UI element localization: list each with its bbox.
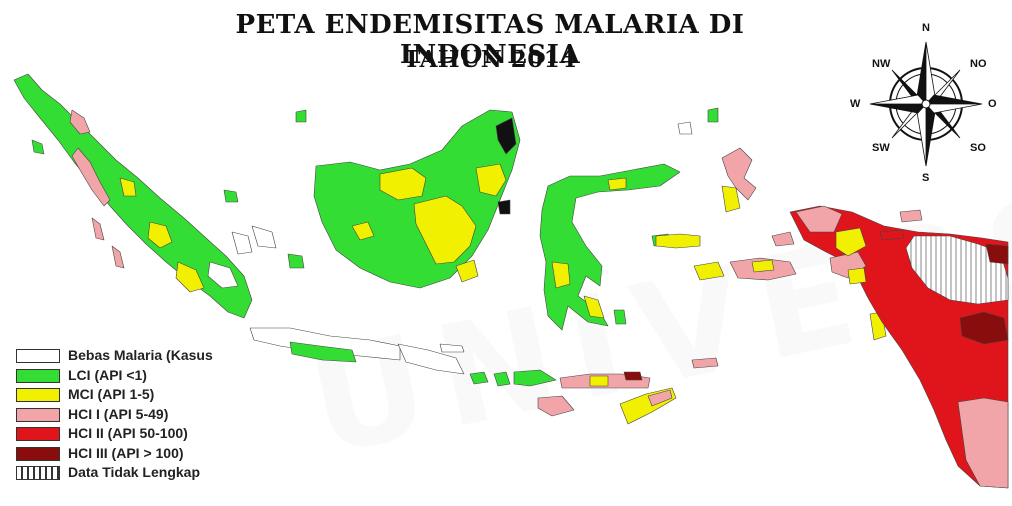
legend-label: MCI (API 1-5) [68, 386, 155, 402]
legend: Bebas Malaria (Kasus LCI (API <1) MCI (A… [16, 347, 296, 484]
island-timor-pink [647, 389, 673, 407]
region-sumatra-yellow-1 [147, 221, 173, 249]
compass-label-no: NO [970, 58, 987, 70]
legend-swatch-green [16, 368, 60, 383]
region-sumatra-white-2 [231, 231, 253, 255]
region-java-east [397, 343, 465, 375]
legend-label: HCI I (API 5-49) [68, 405, 169, 422]
island-biak [899, 209, 923, 223]
compass-rose-icon [869, 41, 983, 167]
island-simeulue [31, 139, 45, 155]
legend-item-mci: MCI (API 1-5) [16, 386, 296, 406]
island-sangihe [677, 121, 693, 135]
legend-label: LCI (API <1) [68, 366, 147, 383]
region-sumatra-yellow-2 [175, 261, 205, 293]
island-nias [111, 245, 125, 269]
compass-label-so: SO [970, 142, 986, 154]
compass-rose: N S W O NW NO SW SO [850, 22, 997, 186]
region-sumatra-pink-north [69, 109, 91, 135]
legend-item-lci: LCI (API <1) [16, 367, 296, 387]
region-sumatra-white-1 [207, 261, 239, 289]
compass-label-n: N [922, 22, 930, 34]
region-kalimantan-black-2 [497, 199, 511, 215]
region-sumatra-pink-west [71, 147, 111, 207]
legend-item-hci-3: HCI III (API > 100) [16, 445, 296, 465]
legend-item-hci-2: HCI II (API 50-100) [16, 425, 296, 445]
island-mentawai [91, 217, 105, 241]
region-kalimantan-black [495, 117, 517, 155]
compass-label-nw: NW [872, 58, 891, 70]
compass-label-sw: SW [872, 142, 890, 154]
region-java-west [249, 327, 401, 361]
island-buton [613, 309, 627, 325]
legend-swatch-red [16, 427, 60, 441]
region-sulawesi-yellow-2 [583, 295, 605, 319]
region-papua-pink-west [795, 205, 843, 233]
region-kalimantan-yellow-central [413, 195, 477, 265]
legend-item-hci-1: HCI I (API 5-49) [16, 406, 296, 426]
legend-label: HCI II (API 50-100) [68, 425, 188, 441]
legend-label: Bebas Malaria (Kasus [68, 347, 213, 363]
map-title-line-2: TAHUN 2014 [403, 46, 577, 73]
legend-item-data-tidak-lengkap: Data Tidak Lengkap [16, 464, 296, 484]
region-kalimantan-yellow-north [379, 167, 427, 201]
region-kalimantan-green [313, 109, 521, 289]
region-flores-yellow [589, 375, 609, 387]
region-halmahera-yellow [721, 185, 741, 213]
compass-label-s: S [922, 172, 930, 184]
region-papua-yellow [835, 227, 867, 257]
island-wetar [691, 357, 719, 369]
region-kalimantan-yellow-west [351, 221, 375, 241]
region-papua-highlands-incomplete [905, 235, 1009, 305]
legend-swatch-yellow [16, 388, 60, 402]
compass-label-w: W [850, 98, 861, 110]
island-bangka [251, 225, 277, 249]
region-sulawesi-yellow-1 [551, 261, 571, 289]
island-natuna [295, 109, 307, 123]
legend-item-bebas-malaria: Bebas Malaria (Kasus [16, 347, 296, 367]
region-lombok [493, 371, 511, 387]
region-papua-darkred [959, 311, 1009, 345]
map-title-line-1: PETA ENDEMISITAS MALARIA DI INDONESIA [235, 10, 745, 70]
region-papua-yellow-2 [847, 267, 867, 285]
island-belitung [287, 253, 305, 269]
island-yapen [879, 229, 905, 241]
island-madura [439, 343, 465, 353]
island-sula [655, 233, 701, 249]
island-riau [223, 189, 239, 203]
region-sulawesi-green [539, 163, 681, 331]
island-morotai [707, 107, 719, 123]
island-seram-yellow [751, 259, 775, 273]
region-sulawesi-yellow-3 [607, 177, 627, 191]
compass-label-o: O [988, 98, 997, 110]
legend-swatch-darkred [16, 446, 60, 461]
legend-label: HCI III (API > 100) [68, 444, 184, 461]
region-kalimantan-yellow-south [455, 259, 479, 283]
region-papua-pink-south [957, 397, 1009, 489]
region-sumbawa [513, 369, 557, 387]
region-java-green [289, 341, 357, 363]
island-sumba [537, 395, 575, 417]
region-sumatra-yellow-3 [119, 177, 137, 197]
legend-swatch-hatched [16, 466, 60, 480]
legend-swatch-white [16, 349, 60, 363]
region-halmahera [721, 147, 757, 201]
island-raja-ampat [771, 231, 795, 247]
legend-swatch-pink [16, 407, 60, 422]
region-kalimantan-yellow-east [475, 163, 507, 197]
island-bali [469, 371, 489, 385]
region-alor [623, 371, 643, 381]
legend-label: Data Tidak Lengkap [68, 464, 201, 480]
island-buru [693, 261, 725, 281]
region-papua-darkred-north [985, 243, 1009, 265]
